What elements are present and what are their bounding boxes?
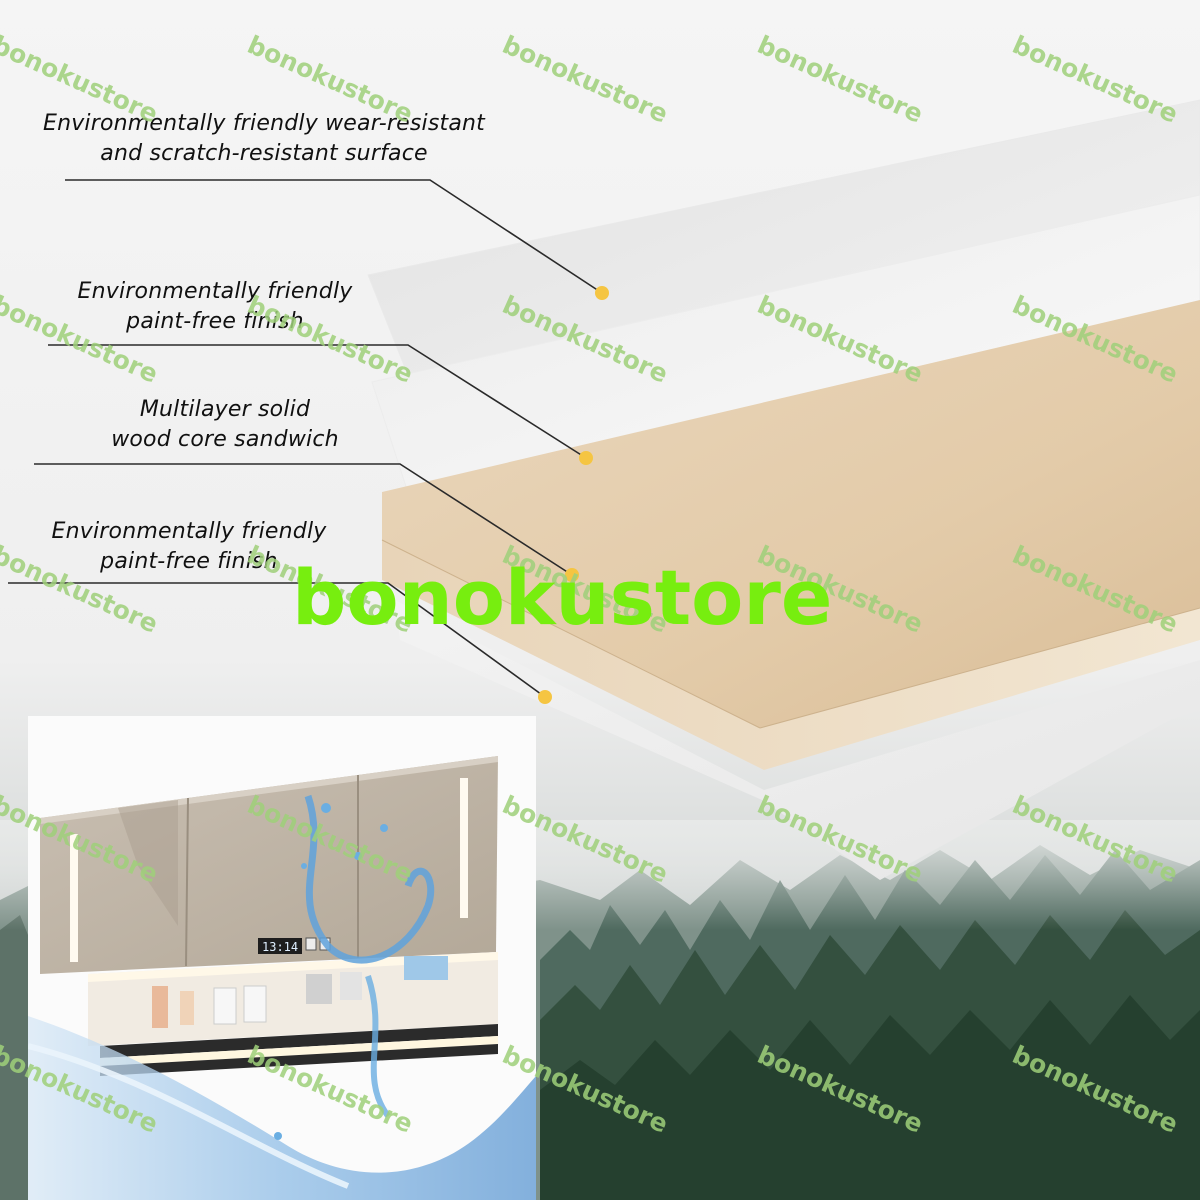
callout-surface: Environmentally friendly wear-resistant … <box>18 109 510 169</box>
mirror-cabinet-drawing: 13:14 <box>28 756 536 1200</box>
callout-paint-free-top-line2: paint-free finish <box>126 309 304 334</box>
cabinet-product-photo: 13:14 <box>28 716 536 1200</box>
callout-paint-free-top-line1: Environmentally friendly <box>77 279 353 304</box>
callout-dot-paint-free-top <box>579 451 593 465</box>
callout-dot-wood-core <box>565 568 579 582</box>
wood-core-layer-edge <box>382 540 1200 770</box>
store-watermark-large: bonokustore <box>292 553 833 642</box>
callout-surface-line1: Environmentally friendly wear-resistant <box>42 111 486 136</box>
callout-paint-free-bottom-line2: paint-free finish <box>100 549 278 574</box>
callout-dot-surface <box>595 286 609 300</box>
wood-core-layer-top <box>382 300 1200 728</box>
bottom-finish-layer-panel <box>395 600 1200 880</box>
callout-paint-free-bottom: Environmentally friendly paint-free fini… <box>14 517 364 577</box>
callout-surface-line2: and scratch-resistant surface <box>100 141 428 166</box>
cabinet-clock-text: 13:14 <box>262 940 298 954</box>
callout-leader-lines <box>8 179 603 698</box>
callout-wood-core-line1: Multilayer solid <box>139 397 311 422</box>
callout-wood-core: Multilayer solid wood core sandwich <box>70 395 380 455</box>
callout-dot-paint-free-bottom <box>538 690 552 704</box>
callout-paint-free-bottom-line1: Environmentally friendly <box>51 519 327 544</box>
callout-paint-free-top: Environmentally friendly paint-free fini… <box>40 277 390 337</box>
callout-wood-core-line2: wood core sandwich <box>111 427 339 452</box>
